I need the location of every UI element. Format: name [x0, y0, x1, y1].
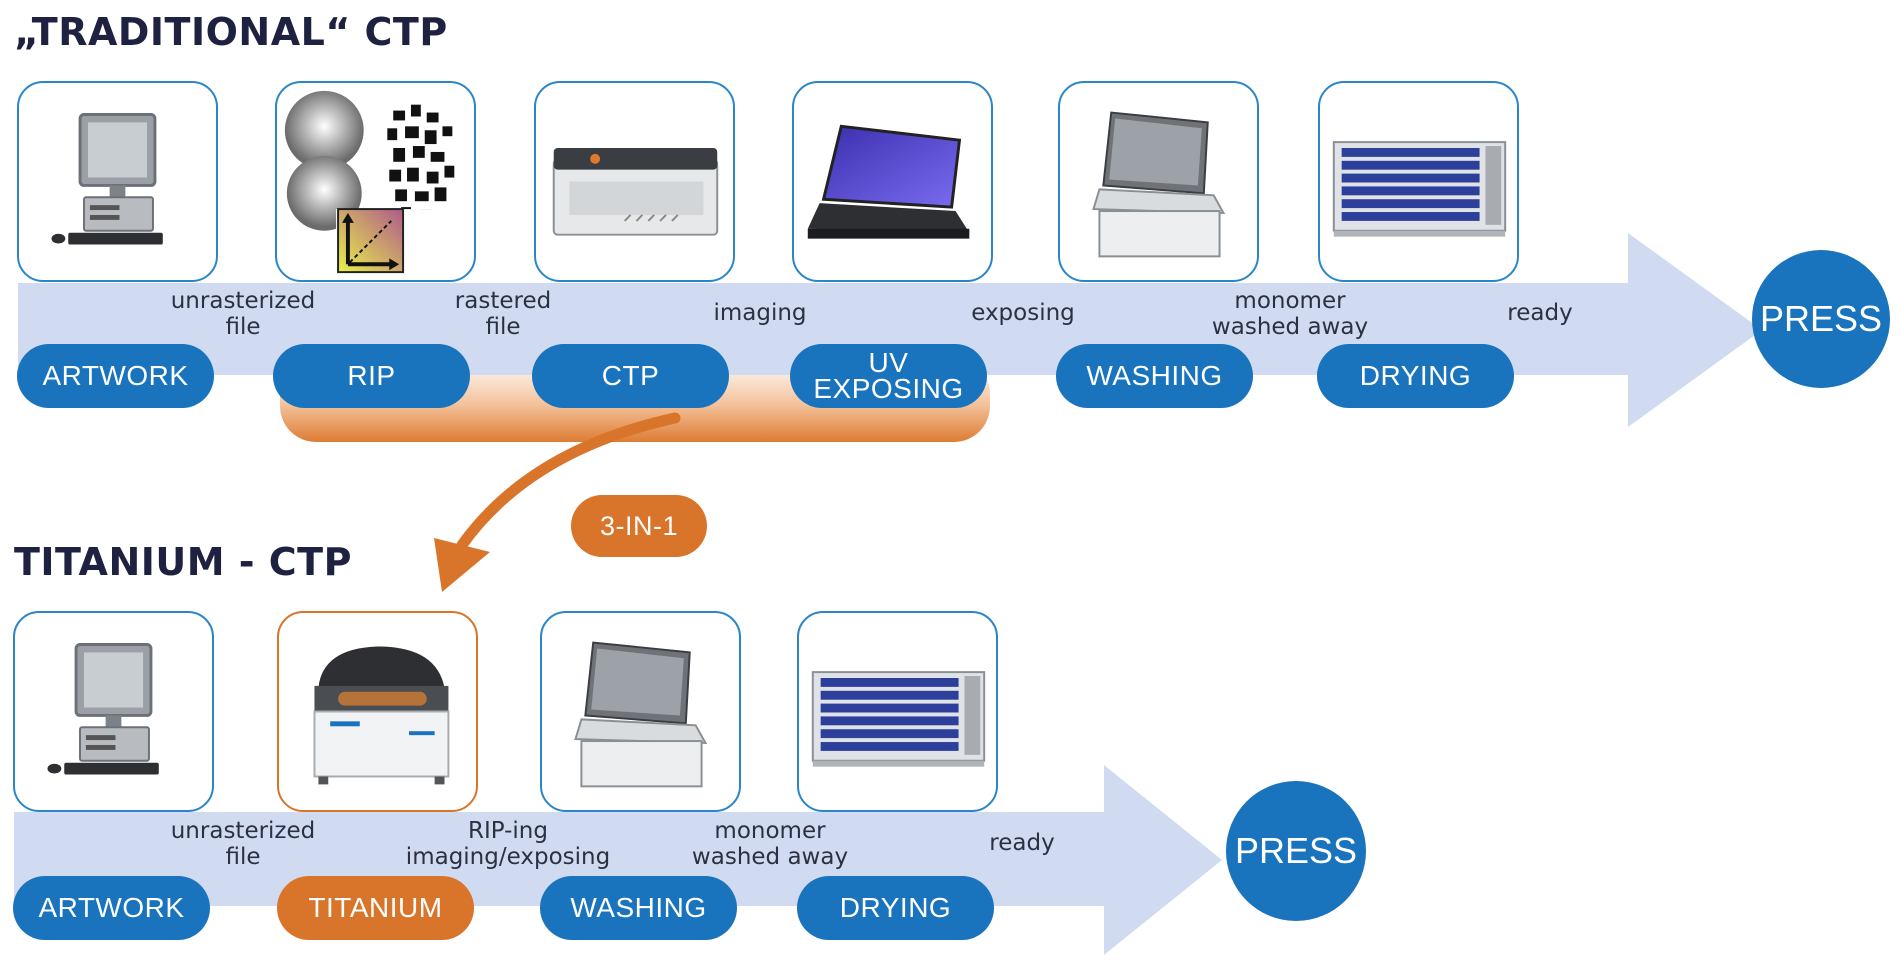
traditional-flow-band [18, 233, 1762, 427]
washer-unit-icon [1092, 111, 1226, 258]
desktop-computer-icon [47, 643, 159, 775]
titanium-step-drying: DRYING [797, 876, 994, 940]
traditional-label-monomer: monomer washed away [1211, 288, 1369, 340]
traditional-label-exposing: exposing [971, 300, 1075, 326]
washer-unit-icon [574, 641, 708, 788]
titanium-frame-artwork [13, 611, 214, 812]
titanium-frame-drying [797, 611, 998, 812]
rip-raster-icon [284, 90, 461, 274]
traditional-label-imaging: imaging [713, 300, 807, 326]
traditional-frame-artwork [17, 81, 218, 282]
traditional-step-drying: DRYING [1317, 344, 1514, 408]
traditional-step-rip: RIP [273, 344, 470, 408]
titanium-label-unrasterized: unrasterized file [170, 818, 316, 870]
titanium-frame-washing [540, 611, 741, 812]
traditional-step-artwork: ARTWORK [17, 344, 214, 408]
traditional-frame-uv [792, 81, 993, 282]
traditional-label-ready: ready [1507, 300, 1573, 326]
traditional-frame-ctp [534, 81, 735, 282]
titanium-flow-band [14, 765, 1222, 955]
titanium-label-monomer: monomer washed away [691, 818, 849, 870]
dryer-unit-icon [811, 671, 986, 767]
uv-exposure-unit-icon [807, 124, 970, 239]
traditional-step-ctp: CTP [532, 344, 729, 408]
merge-arrow-head [434, 538, 490, 592]
three-in-one-badge: 3-IN-1 [571, 495, 707, 557]
titanium-label-riping: RIP-ing imaging/exposing [405, 818, 611, 870]
titanium-step-titanium: TITANIUM [277, 876, 474, 940]
dryer-unit-icon [1332, 141, 1507, 237]
titanium-label-ready: ready [989, 830, 1055, 856]
titanium-press: PRESS [1226, 781, 1366, 921]
merge-arrow [456, 412, 681, 551]
titanium-machine-icon [313, 646, 450, 785]
traditional-label-rastered: rastered file [454, 288, 552, 340]
titanium-step-artwork: ARTWORK [13, 876, 210, 940]
desktop-computer-icon [51, 113, 163, 245]
traditional-step-uv-exposing: UV EXPOSING [790, 344, 987, 408]
ctp-platesetter-icon [552, 148, 719, 236]
titanium-frame-machine [277, 611, 478, 812]
traditional-title: „TRADITIONAL“ CTP [14, 10, 448, 54]
traditional-label-unrasterized: unrasterized file [170, 288, 316, 340]
traditional-frame-washing [1058, 81, 1259, 282]
titanium-title: TITANIUM - CTP [14, 540, 352, 584]
traditional-frame-drying [1318, 81, 1519, 282]
titanium-step-washing: WASHING [540, 876, 737, 940]
traditional-press: PRESS [1752, 250, 1890, 388]
traditional-frame-rip [275, 81, 476, 282]
traditional-step-washing: WASHING [1056, 344, 1253, 408]
